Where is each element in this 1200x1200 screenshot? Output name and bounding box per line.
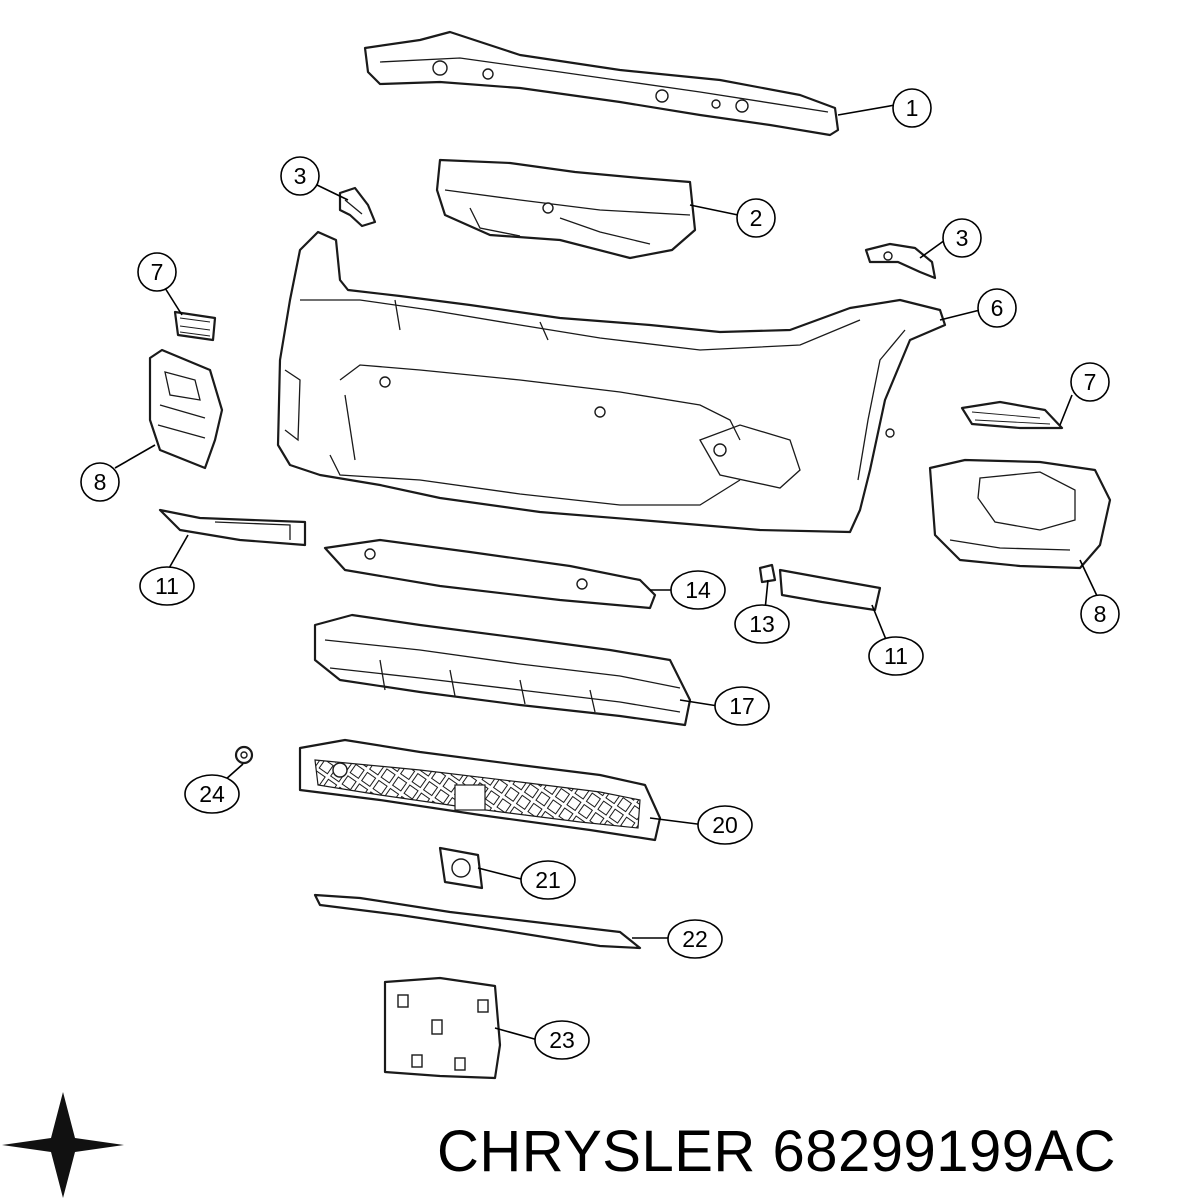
callout-label: 13	[749, 611, 775, 637]
callout-label: 11	[155, 573, 179, 599]
callout-6: 6	[977, 288, 1017, 328]
callout-23: 23	[534, 1020, 590, 1060]
callout-24: 24	[184, 774, 240, 814]
callout-label: 22	[682, 926, 708, 952]
part-7-small-grille-right	[960, 400, 1064, 430]
part-23-license-plate-bracket	[383, 976, 502, 1080]
part-13-clip	[758, 563, 777, 584]
brand-name: CHRYSLER	[437, 1119, 756, 1184]
callout-label: 21	[535, 867, 561, 893]
part-24-nut	[234, 745, 254, 765]
callout-label: 24	[199, 781, 225, 807]
part-number: 68299199AC	[772, 1119, 1117, 1184]
part-20-main-grille	[298, 738, 662, 842]
callout-21: 21	[520, 860, 576, 900]
callout-label: 7	[151, 259, 164, 285]
callout-7-left: 7	[137, 252, 177, 292]
callout-13: 13	[734, 604, 790, 644]
callout-14: 14	[670, 570, 726, 610]
callout-label: 2	[750, 205, 763, 231]
part-1-reinforcement-beam	[363, 30, 840, 137]
part-11-trim-right	[778, 568, 882, 612]
part-3-bracket-left	[338, 186, 377, 228]
callout-label: 8	[1094, 601, 1107, 627]
part-3-bracket-right	[864, 242, 937, 280]
callout-22: 22	[667, 919, 723, 959]
callout-3-left: 3	[280, 156, 320, 196]
callout-1: 1	[892, 88, 932, 128]
callout-label: 14	[685, 577, 711, 603]
callout-label: 6	[991, 295, 1004, 321]
callout-label: 11	[884, 643, 908, 669]
callout-20: 20	[697, 805, 753, 845]
leader-lines	[114, 104, 1099, 1041]
part-6-bumper-fascia	[276, 230, 947, 534]
callout-8-left: 8	[80, 462, 120, 502]
part-2-absorber	[435, 158, 697, 260]
chrysler-pentastar-icon	[2, 1092, 124, 1198]
callout-label: 3	[294, 163, 307, 189]
part-17-lower-support	[313, 613, 692, 727]
callout-2: 2	[736, 198, 776, 238]
part-11-trim-left	[158, 508, 307, 547]
callout-8-right: 8	[1080, 594, 1120, 634]
callout-label: 8	[94, 469, 107, 495]
callout-label: 3	[956, 225, 969, 251]
callout-17: 17	[714, 686, 770, 726]
callout-label: 20	[712, 812, 738, 838]
part-22-lower-trim	[313, 893, 642, 950]
part-14-lower-strip	[323, 538, 657, 610]
callout-7-right: 7	[1070, 362, 1110, 402]
footer-part-label: CHRYSLER 68299199AC	[437, 1112, 1116, 1192]
callout-label: 1	[906, 95, 919, 121]
callout-3-right: 3	[942, 218, 982, 258]
callout-label: 23	[549, 1027, 575, 1053]
part-8-fog-bezel-right	[928, 458, 1112, 570]
callout-11-right: 11	[868, 636, 924, 676]
part-8-fog-bezel-left	[148, 348, 224, 470]
callout-label: 7	[1084, 369, 1097, 395]
callout-11-left: 11	[139, 566, 195, 606]
part-7-small-grille-left	[173, 310, 217, 342]
callout-label: 17	[729, 693, 755, 719]
part-21-sensor-bezel	[438, 846, 484, 890]
